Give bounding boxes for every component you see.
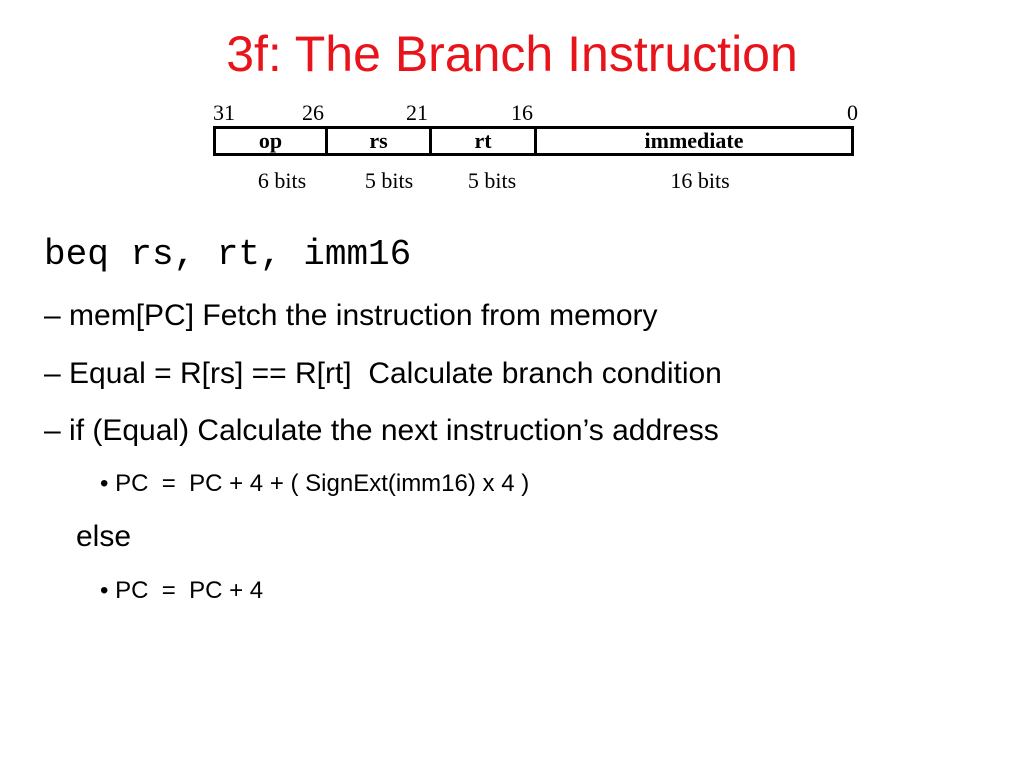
dash-marker: –: [44, 414, 61, 447]
instruction-format-box: op rs rt immediate: [213, 126, 854, 156]
width-rt: 5 bits: [467, 168, 517, 193]
instruction-syntax: beq rs, rt, imm16: [44, 234, 412, 275]
else-label: else: [76, 520, 132, 553]
step-text: mem[PC] Fetch the instruction from memor…: [69, 299, 658, 332]
field-op: op: [216, 129, 328, 153]
bit-position-26: 26: [302, 100, 324, 125]
field-rs: rs: [328, 129, 432, 153]
step-next-address: – if (Equal) Calculate the next instruct…: [44, 412, 719, 450]
step-text: if (Equal) Calculate the next instructio…: [69, 414, 719, 447]
step-fetch: – mem[PC] Fetch the instruction from mem…: [44, 297, 658, 335]
slide-title: 3f: The Branch Instruction: [226, 26, 798, 82]
bit-position-31: 31: [213, 100, 235, 125]
field-immediate: immediate: [644, 128, 744, 153]
step-text: Equal = R[rs] == R[rt] Calculate branch …: [69, 357, 722, 390]
bullet-marker: •: [100, 470, 109, 497]
else-branch-formula: • PC = PC + 4: [100, 576, 263, 606]
dash-marker: –: [44, 357, 61, 390]
bit-position-21: 21: [406, 100, 428, 125]
width-op: 6 bits: [257, 168, 307, 193]
bit-position-16: 16: [511, 100, 533, 125]
step-condition: – Equal = R[rs] == R[rt] Calculate branc…: [44, 355, 722, 393]
formula-text: PC = PC + 4 + ( SignExt(imm16) x 4 ): [115, 470, 530, 497]
field-rt: rt: [432, 129, 537, 153]
bullet-marker: •: [100, 577, 109, 604]
dash-marker: –: [44, 299, 61, 332]
width-rs: 5 bits: [364, 168, 414, 193]
bit-position-0: 0: [847, 100, 858, 125]
width-immediate: 16 bits: [670, 168, 730, 193]
formula-text: PC = PC + 4: [115, 577, 264, 604]
if-branch-formula: • PC = PC + 4 + ( SignExt(imm16) x 4 ): [100, 469, 529, 499]
